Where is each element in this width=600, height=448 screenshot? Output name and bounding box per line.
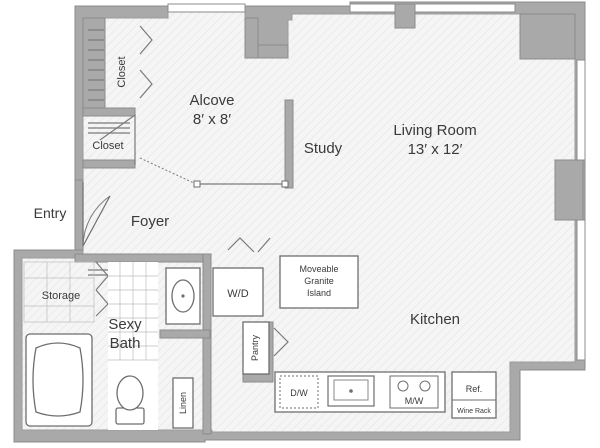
- dishwasher-label: D/W: [290, 388, 308, 398]
- alcove-label: Alcove: [189, 92, 234, 109]
- alcove-opening: [139, 157, 289, 188]
- toilet: [115, 375, 145, 425]
- fixture-labels: W/D Moveable Granite Island D/W M/W Ref.…: [227, 264, 491, 415]
- refrigerator: [451, 371, 497, 419]
- wine-rack-label: Wine Rack: [457, 408, 491, 415]
- bath-sink: [165, 267, 201, 325]
- linen-label: Linen: [178, 392, 188, 414]
- entry-label: Entry: [34, 205, 67, 221]
- microwave-label: M/W: [405, 396, 424, 406]
- kitchen-counter: [274, 371, 446, 413]
- foyer-label: Foyer: [131, 213, 169, 230]
- closet-upper-label: Closet: [116, 56, 128, 87]
- room-labels: Alcove 8′ x 8′ Living Room 13′ x 12′ Stu…: [34, 56, 477, 414]
- alcove-dims: 8′ x 8′: [193, 111, 231, 128]
- pantry: [242, 321, 270, 375]
- windows: [167, 3, 586, 361]
- bath-label-line1: Sexy: [108, 316, 142, 333]
- living-room-label: Living Room: [393, 122, 476, 139]
- pantry-label: Pantry: [250, 334, 260, 361]
- washer-dryer: [212, 267, 264, 317]
- closet-doors: [95, 25, 289, 357]
- bath-label-line2: Bath: [110, 335, 141, 352]
- refrigerator-label: Ref.: [466, 384, 483, 394]
- kitchen-label: Kitchen: [410, 311, 460, 328]
- island-label-line3: Island: [307, 288, 331, 298]
- study-label: Study: [304, 140, 343, 157]
- granite-island: [279, 255, 359, 309]
- entry-door: [82, 182, 111, 247]
- linen-closet: [172, 377, 194, 429]
- island-label-line2: Granite: [304, 276, 334, 286]
- storage-label: Storage: [42, 290, 81, 302]
- island-label-line1: Moveable: [299, 264, 338, 274]
- closet-lower-label: Closet: [92, 140, 123, 152]
- living-room-dims: 13′ x 12′: [408, 141, 463, 158]
- washer-dryer-label: W/D: [227, 288, 248, 300]
- bathtub: [25, 333, 93, 427]
